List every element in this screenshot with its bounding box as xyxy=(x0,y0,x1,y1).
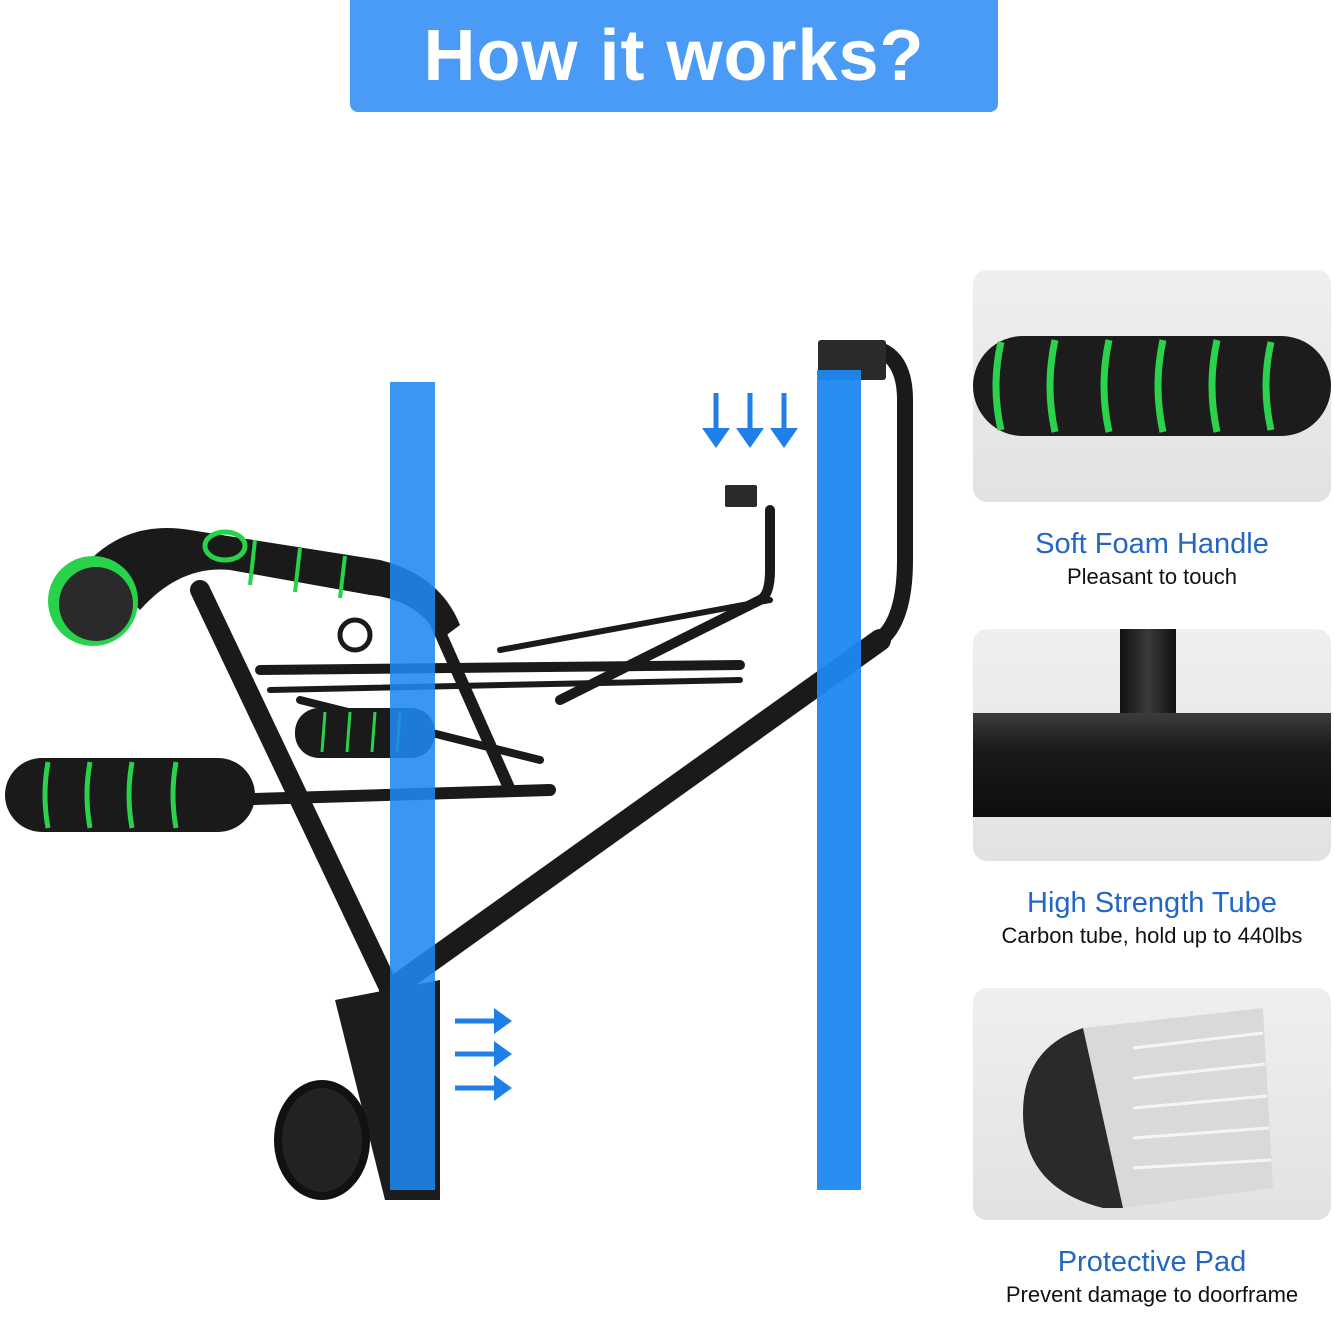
header-banner: How it works? xyxy=(350,0,998,112)
arrow-down-icon xyxy=(702,393,798,448)
feature-subtitle-tube: Carbon tube, hold up to 440lbs xyxy=(1001,923,1303,948)
frame-tubes xyxy=(190,342,913,1001)
page-title: How it works? xyxy=(423,16,925,96)
lower-handle xyxy=(5,758,255,832)
feature-title-pad: Protective Pad xyxy=(1057,1246,1247,1278)
feature-subtitle-foam: Pleasant to touch xyxy=(1066,564,1237,589)
upper-handle xyxy=(48,528,460,653)
feature-subtitle-pad: Prevent damage to doorframe xyxy=(1005,1282,1299,1307)
door-frame-right xyxy=(817,370,861,1190)
feature-title-tube: High Strength Tube xyxy=(1027,887,1277,919)
tube-image xyxy=(973,629,1331,861)
pad-image xyxy=(973,988,1331,1220)
feature-title-foam: Soft Foam Handle xyxy=(1035,528,1269,560)
foam-handle-image xyxy=(973,270,1331,502)
door-frame-left xyxy=(390,382,435,1190)
arrow-right-icon xyxy=(455,1008,512,1101)
pullup-bar-diagram xyxy=(0,260,960,1312)
